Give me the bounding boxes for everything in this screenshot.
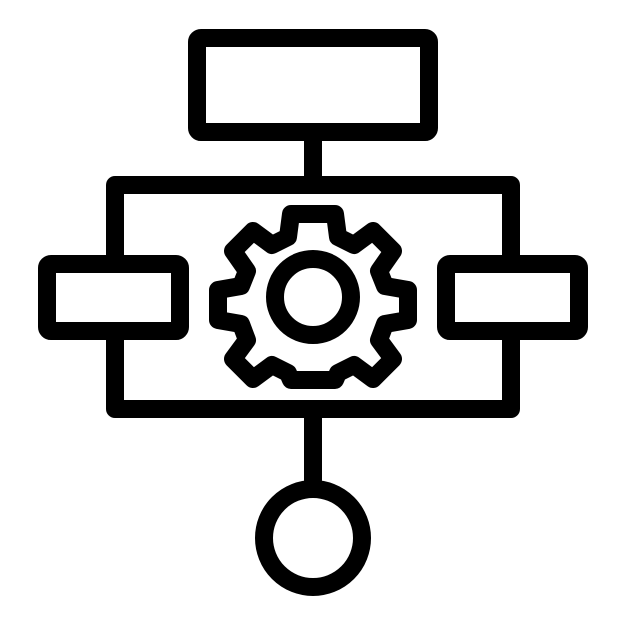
bottom-circle <box>255 480 371 596</box>
left-box <box>38 255 189 340</box>
gear-icon <box>209 205 417 389</box>
gear-center-circle <box>266 250 360 344</box>
top-box <box>188 29 438 141</box>
right-box <box>437 255 588 340</box>
